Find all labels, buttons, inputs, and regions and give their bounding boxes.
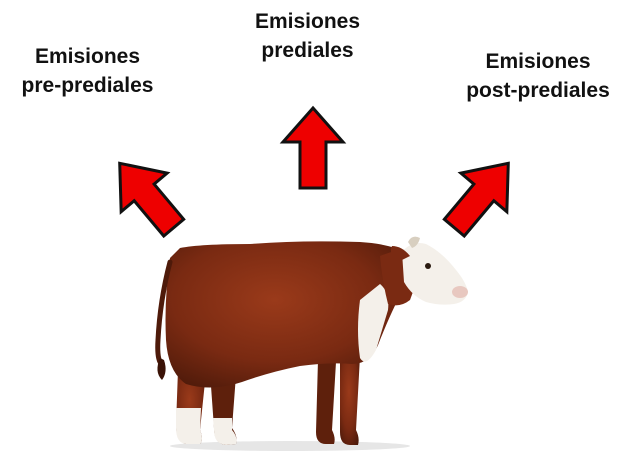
label-post-line1: Emisiones: [485, 50, 591, 73]
label-pre-line2: pre-prediales: [21, 74, 154, 97]
label-post-prediales: Emisiones post-prediales: [448, 47, 627, 105]
arrow-up-icon: [279, 105, 347, 190]
arrow-up-right-icon: [442, 161, 510, 239]
label-prediales: Emisiones prediales: [220, 7, 395, 65]
label-post-line2: post-prediales: [466, 79, 610, 102]
label-prediales-line1: Emisiones: [254, 10, 361, 33]
label-pre-prediales: Emisiones pre-prediales: [0, 42, 175, 100]
label-prediales-line2: prediales: [261, 39, 354, 62]
arrow-up-left-icon: [118, 161, 186, 239]
label-pre-line1: Emisiones: [34, 45, 141, 68]
